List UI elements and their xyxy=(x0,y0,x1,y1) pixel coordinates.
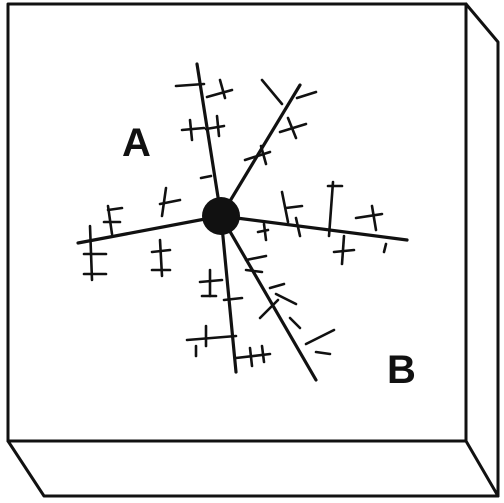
tick xyxy=(264,224,266,240)
tick xyxy=(201,176,211,178)
center-body xyxy=(202,197,240,235)
tick xyxy=(316,352,330,354)
branch-upper-right xyxy=(221,85,300,216)
tick xyxy=(236,354,270,358)
tick xyxy=(108,208,122,210)
tick xyxy=(372,206,376,230)
label-a: A xyxy=(122,121,151,165)
tick xyxy=(334,250,354,252)
block-outline xyxy=(8,4,498,496)
tick xyxy=(258,230,268,232)
tick xyxy=(262,80,282,104)
tick xyxy=(246,270,262,272)
tick xyxy=(206,126,224,129)
tick xyxy=(207,90,232,97)
tick xyxy=(262,346,264,362)
tick xyxy=(290,318,300,328)
tick xyxy=(182,128,204,130)
tick xyxy=(384,244,386,252)
branch-left xyxy=(78,216,221,243)
dendrite-branches xyxy=(78,64,407,380)
tick xyxy=(306,330,334,344)
tick xyxy=(217,116,219,136)
tick xyxy=(220,80,225,98)
tick xyxy=(270,284,284,288)
tick xyxy=(329,182,333,236)
block-right-face xyxy=(466,4,498,496)
label-b: B xyxy=(387,348,416,392)
branch-right xyxy=(221,216,407,240)
block-bottom-face xyxy=(8,441,498,496)
tick xyxy=(224,298,242,300)
tick xyxy=(152,250,170,252)
tick xyxy=(246,256,266,260)
tick xyxy=(297,92,316,98)
tick xyxy=(356,214,382,218)
tick xyxy=(250,348,252,366)
tick xyxy=(190,120,192,140)
tick xyxy=(276,294,296,304)
branch-upper xyxy=(197,64,221,216)
tick xyxy=(187,336,236,340)
tick xyxy=(286,206,302,208)
